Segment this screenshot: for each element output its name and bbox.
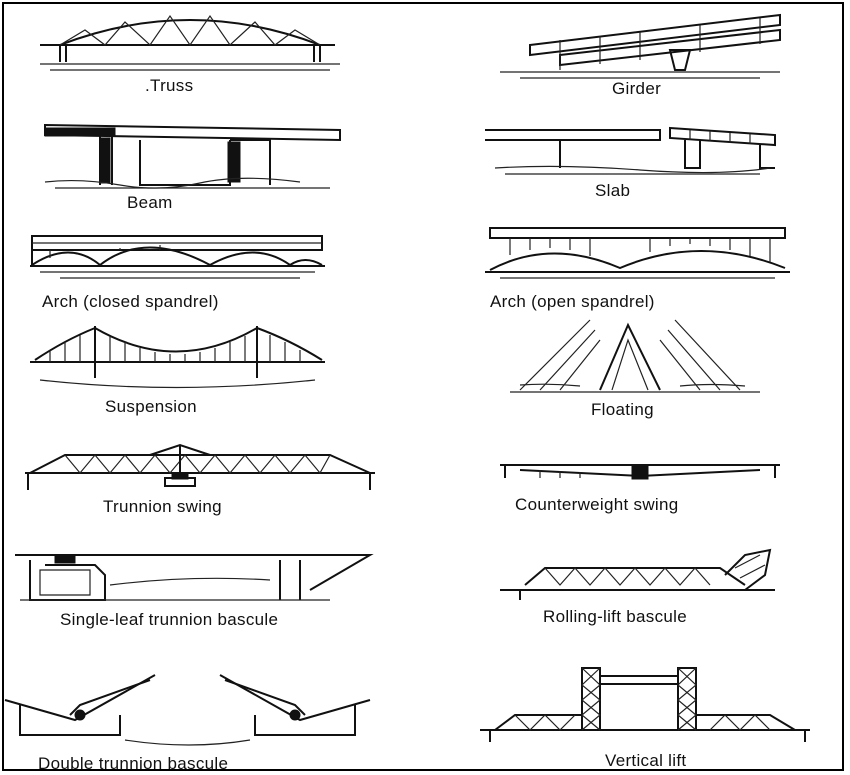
truss-bridge-drawing — [40, 14, 340, 71]
arch-closed-spandrel-drawing — [30, 235, 325, 279]
double-trunnion-bascule-drawing — [4, 674, 371, 746]
label-vertical-lift: Vertical lift — [605, 751, 687, 770]
floating-bridge-drawing — [510, 319, 760, 393]
label-slab: Slab — [595, 181, 631, 200]
arch-open-spandrel-drawing — [485, 227, 790, 279]
suspension-bridge-drawing — [30, 326, 325, 389]
label-girder: Girder — [612, 79, 662, 98]
label-trunnion-swing: Trunnion swing — [103, 497, 222, 516]
rolling-lift-bascule-drawing — [500, 548, 775, 600]
counterweight-swing-drawing — [500, 464, 780, 480]
label-counterweight-swing: Counterweight swing — [515, 495, 679, 514]
beam-bridge-drawing — [44, 123, 341, 189]
trunnion-swing-drawing — [25, 443, 375, 490]
vertical-lift-drawing — [480, 667, 810, 742]
single-leaf-bascule-drawing — [15, 554, 374, 601]
label-arch-open: Arch (open spandrel) — [490, 292, 655, 311]
label-truss: .Truss — [145, 76, 194, 95]
label-double-trunnion: Double trunnion bascule — [38, 754, 229, 773]
label-suspension: Suspension — [105, 397, 197, 416]
slab-bridge-drawing — [485, 126, 776, 175]
label-floating: Floating — [591, 400, 654, 419]
girder-bridge-drawing — [500, 13, 781, 79]
label-rolling-lift: Rolling-lift bascule — [543, 607, 687, 626]
label-single-leaf: Single-leaf trunnion bascule — [60, 610, 279, 629]
label-beam: Beam — [127, 193, 173, 212]
label-arch-closed: Arch (closed spandrel) — [42, 292, 219, 311]
